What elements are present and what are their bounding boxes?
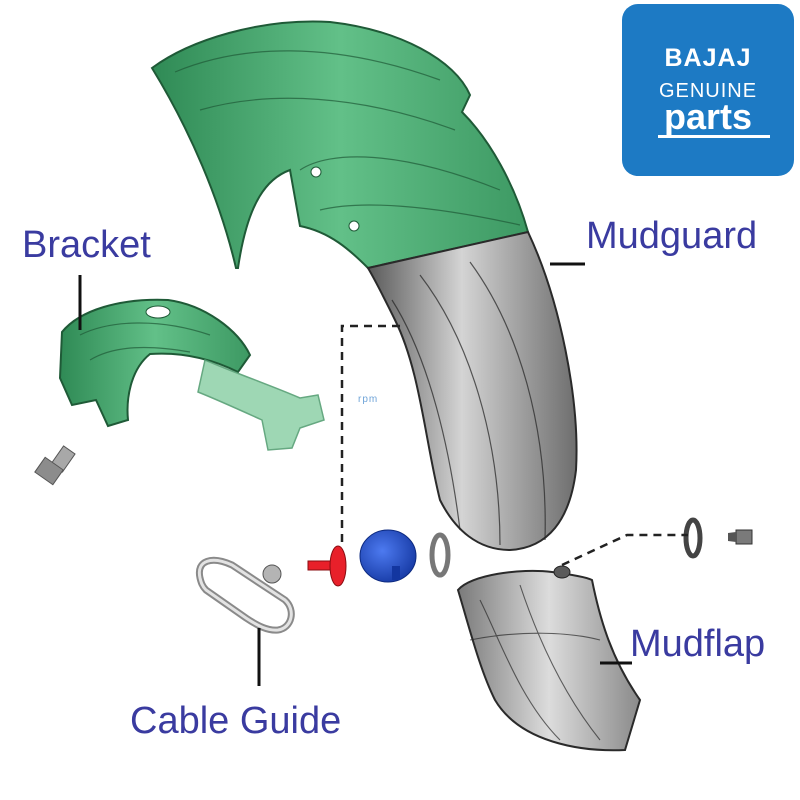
mudflap-washer-icon (683, 517, 703, 559)
mudflap-screw-icon (728, 529, 753, 545)
logo-line-genuine: GENUINE (658, 80, 758, 102)
watermark-text: rpm (358, 394, 379, 405)
red-pin-icon (307, 545, 347, 587)
mounting-hole-icon (310, 166, 322, 178)
mudguard-green-section (150, 20, 530, 270)
cable-guide-part (195, 556, 295, 634)
mudflap-part (456, 565, 642, 752)
mudflap-label: Mudflap (630, 623, 766, 665)
bajaj-genuine-parts-logo: BAJAJ GENUINE parts (622, 4, 794, 176)
mudguard-grey-section (366, 230, 578, 552)
mudflap-body (456, 569, 642, 752)
bracket-ribs (79, 322, 211, 361)
logo-underline (658, 135, 770, 138)
logo-line-parts: parts (663, 96, 753, 137)
mudguard-grey-ribs (391, 261, 546, 546)
logo-brand: BAJAJ (664, 44, 752, 72)
cable-guide-label: Cable Guide (130, 700, 342, 742)
cable-guide-bolt-icon (262, 564, 282, 584)
mudguard-green-ribs (174, 50, 521, 226)
bracket-arm (197, 358, 325, 451)
mudflap-mount-icon (553, 565, 571, 579)
bolt-icon (34, 445, 76, 486)
washer-icon (429, 532, 451, 578)
mudflap-ribs (469, 584, 601, 741)
bracket-slot-icon (145, 305, 171, 319)
mounting-hole-icon (348, 220, 360, 232)
mudguard-label: Mudguard (586, 215, 758, 257)
assembly-line-bush (340, 324, 400, 545)
assembly-line-mudflap (561, 533, 688, 567)
bracket-body (58, 298, 252, 428)
bracket-label: Bracket (22, 224, 151, 266)
mudguard-part (150, 20, 578, 552)
blue-bush-icon (359, 529, 417, 583)
bracket-part (58, 298, 325, 451)
